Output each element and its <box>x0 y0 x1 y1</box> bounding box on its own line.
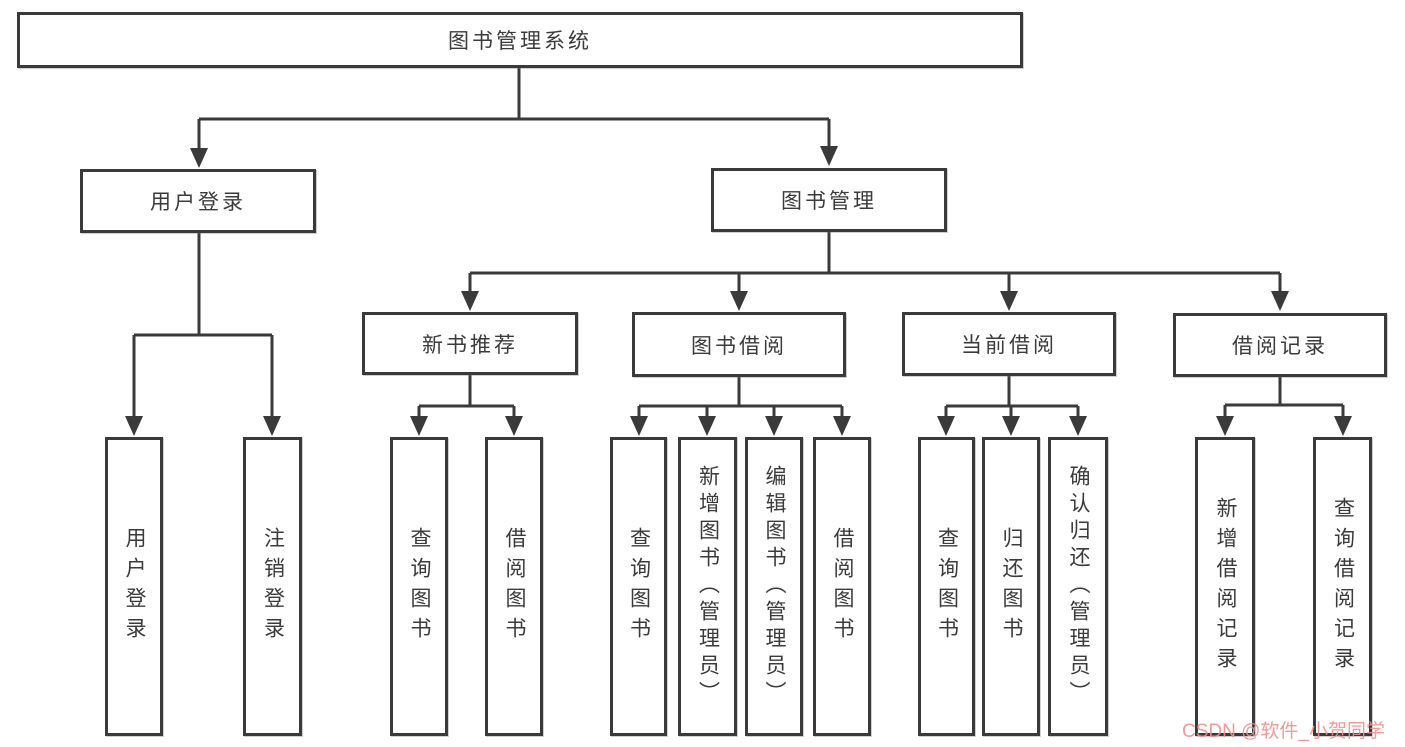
leaf-return-books: 归还图书 <box>982 437 1040 736</box>
leaf-user-login: 用户登录 <box>105 437 163 736</box>
leaf-query-borrow-record: 查询借阅记录 <box>1313 437 1372 736</box>
leaf-query-books-borrowing: 查询图书 <box>610 437 667 736</box>
leaf-borrow-books-recommend: 借阅图书 <box>485 437 543 736</box>
leaf-borrow-books-borrowing: 借阅图书 <box>813 437 871 736</box>
csdn-watermark: CSDN @软件_小贺同学 <box>1182 721 1385 742</box>
leaf-query-books-recommend: 查询图书 <box>390 437 448 736</box>
leaf-add-borrow-record: 新增借阅记录 <box>1195 437 1255 736</box>
node-book-management: 图书管理 <box>711 168 947 232</box>
node-borrowing-records: 借阅记录 <box>1173 313 1387 377</box>
node-new-book-recommendation: 新书推荐 <box>362 312 578 375</box>
node-user-login: 用户登录 <box>80 169 316 233</box>
leaf-add-books-admin: 新增图书（管理员） <box>678 437 737 736</box>
leaf-edit-books-admin: 编辑图书（管理员） <box>745 437 803 736</box>
leaf-logout-login: 注销登录 <box>243 437 302 736</box>
leaf-confirm-return-admin: 确认归还（管理员） <box>1048 437 1108 736</box>
leaf-query-books-current: 查询图书 <box>918 437 975 736</box>
node-current-borrowing: 当前借阅 <box>902 312 1116 376</box>
node-library-management-system: 图书管理系统 <box>17 12 1023 68</box>
node-book-borrowing: 图书借阅 <box>632 312 846 377</box>
